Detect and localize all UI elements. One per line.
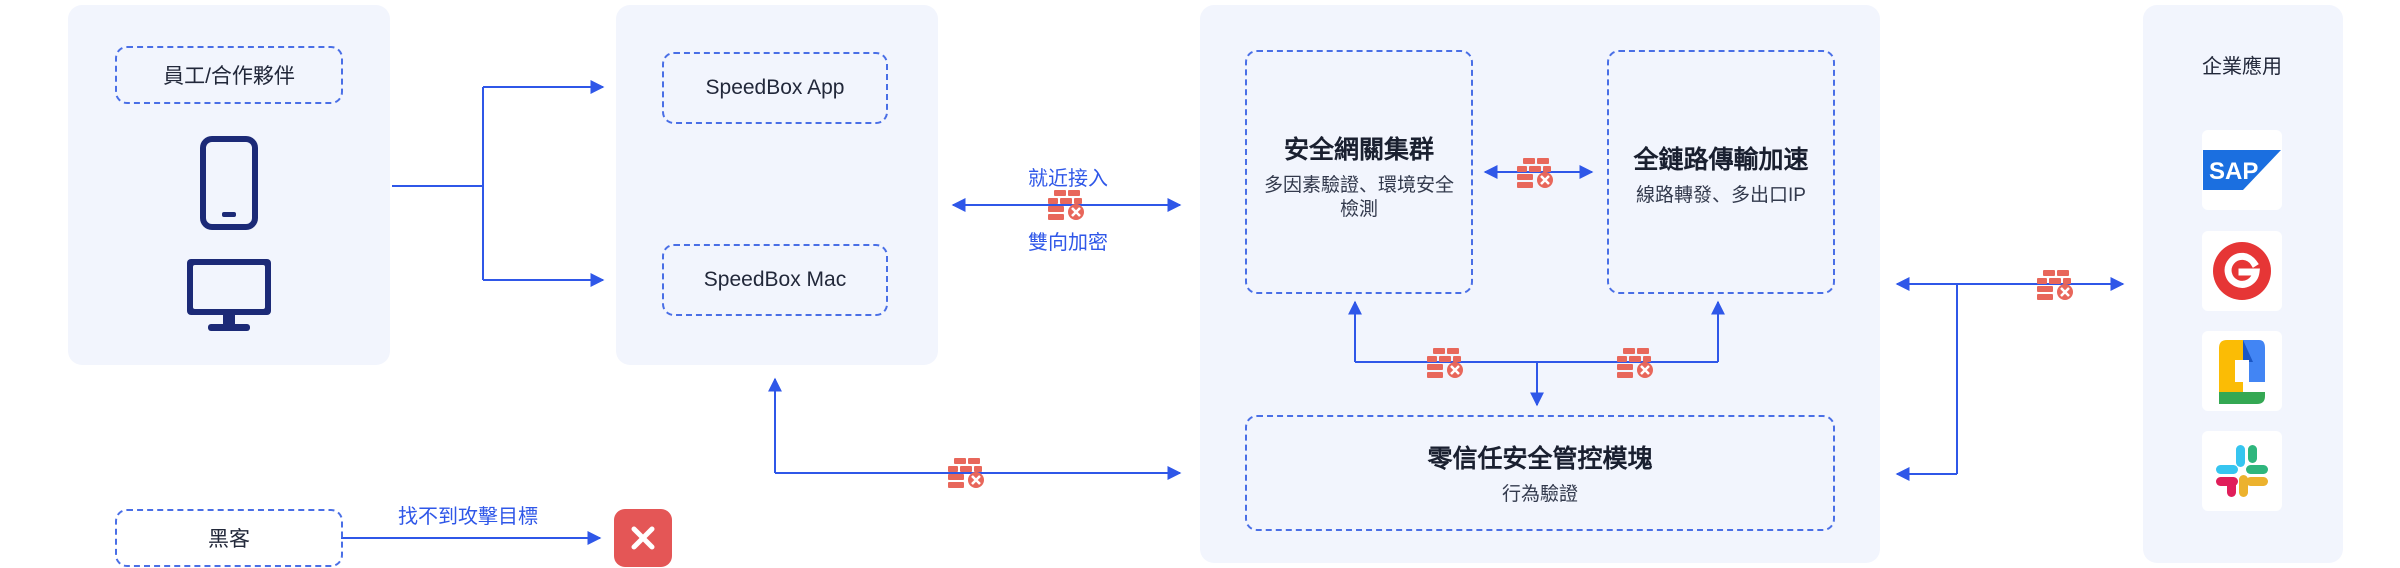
sap-tile: SAP <box>2202 130 2282 210</box>
phone-icon <box>200 136 258 230</box>
slack-logo-icon <box>2216 445 2268 497</box>
nearby-access-label: 就近接入 <box>1028 168 1108 190</box>
users-label-box: 員工/合作夥伴 <box>115 46 343 104</box>
speedbox-mac-box: SpeedBox Mac <box>662 244 888 316</box>
encryption-label: 雙向加密 <box>1028 232 1108 254</box>
sap-logo-icon: SAP <box>2203 150 2281 190</box>
zero-trust-title: 零信任安全管控模塊 <box>1427 445 1653 473</box>
speedbox-app-box: SpeedBox App <box>662 52 888 124</box>
hacker-label: 黑客 <box>208 528 250 551</box>
gateway-subtitle: 多因素驗證、環境安全檢測 <box>1263 175 1454 220</box>
hacker-box: 黑客 <box>115 509 343 567</box>
firewall-icon <box>1517 158 1553 188</box>
firewall-icon <box>2037 270 2073 300</box>
g-app-tile <box>2202 231 2282 311</box>
acceleration-box: 全鏈路傳輸加速 線路轉發、多出口IP <box>1607 50 1835 294</box>
zero-trust-box: 零信任安全管控模塊 行為驗證 <box>1245 415 1835 531</box>
hacker-note: 找不到攻擊目標 <box>398 506 538 528</box>
firewall-icon <box>1617 348 1653 378</box>
zero-trust-subtitle: 行為驗證 <box>1501 484 1578 505</box>
monitor-icon <box>187 259 271 331</box>
sap-text: SAP <box>2209 158 2258 185</box>
firewall-icon <box>1427 348 1463 378</box>
google-docs-tile <box>2202 331 2282 411</box>
firewall-icon <box>948 458 984 488</box>
slack-tile <box>2202 431 2282 511</box>
acceleration-subtitle: 線路轉發、多出口IP <box>1636 185 1806 206</box>
enterprise-apps-title: 企業應用 <box>2202 56 2282 78</box>
google-docs-logo-icon <box>2219 340 2265 404</box>
core-panel <box>1200 5 1880 563</box>
speedbox-mac-label: SpeedBox Mac <box>703 268 847 291</box>
gateway-title: 安全網關集群 <box>1283 136 1434 164</box>
users-label: 員工/合作夥伴 <box>163 65 295 88</box>
blocked-icon <box>614 509 672 567</box>
speedbox-app-label: SpeedBox App <box>705 76 845 99</box>
acceleration-title: 全鏈路傳輸加速 <box>1633 146 1809 174</box>
g-logo-icon <box>2213 242 2271 300</box>
gateway-cluster-box: 安全網關集群 多因素驗證、環境安全檢測 <box>1245 50 1473 294</box>
firewall-icon <box>1048 190 1084 220</box>
